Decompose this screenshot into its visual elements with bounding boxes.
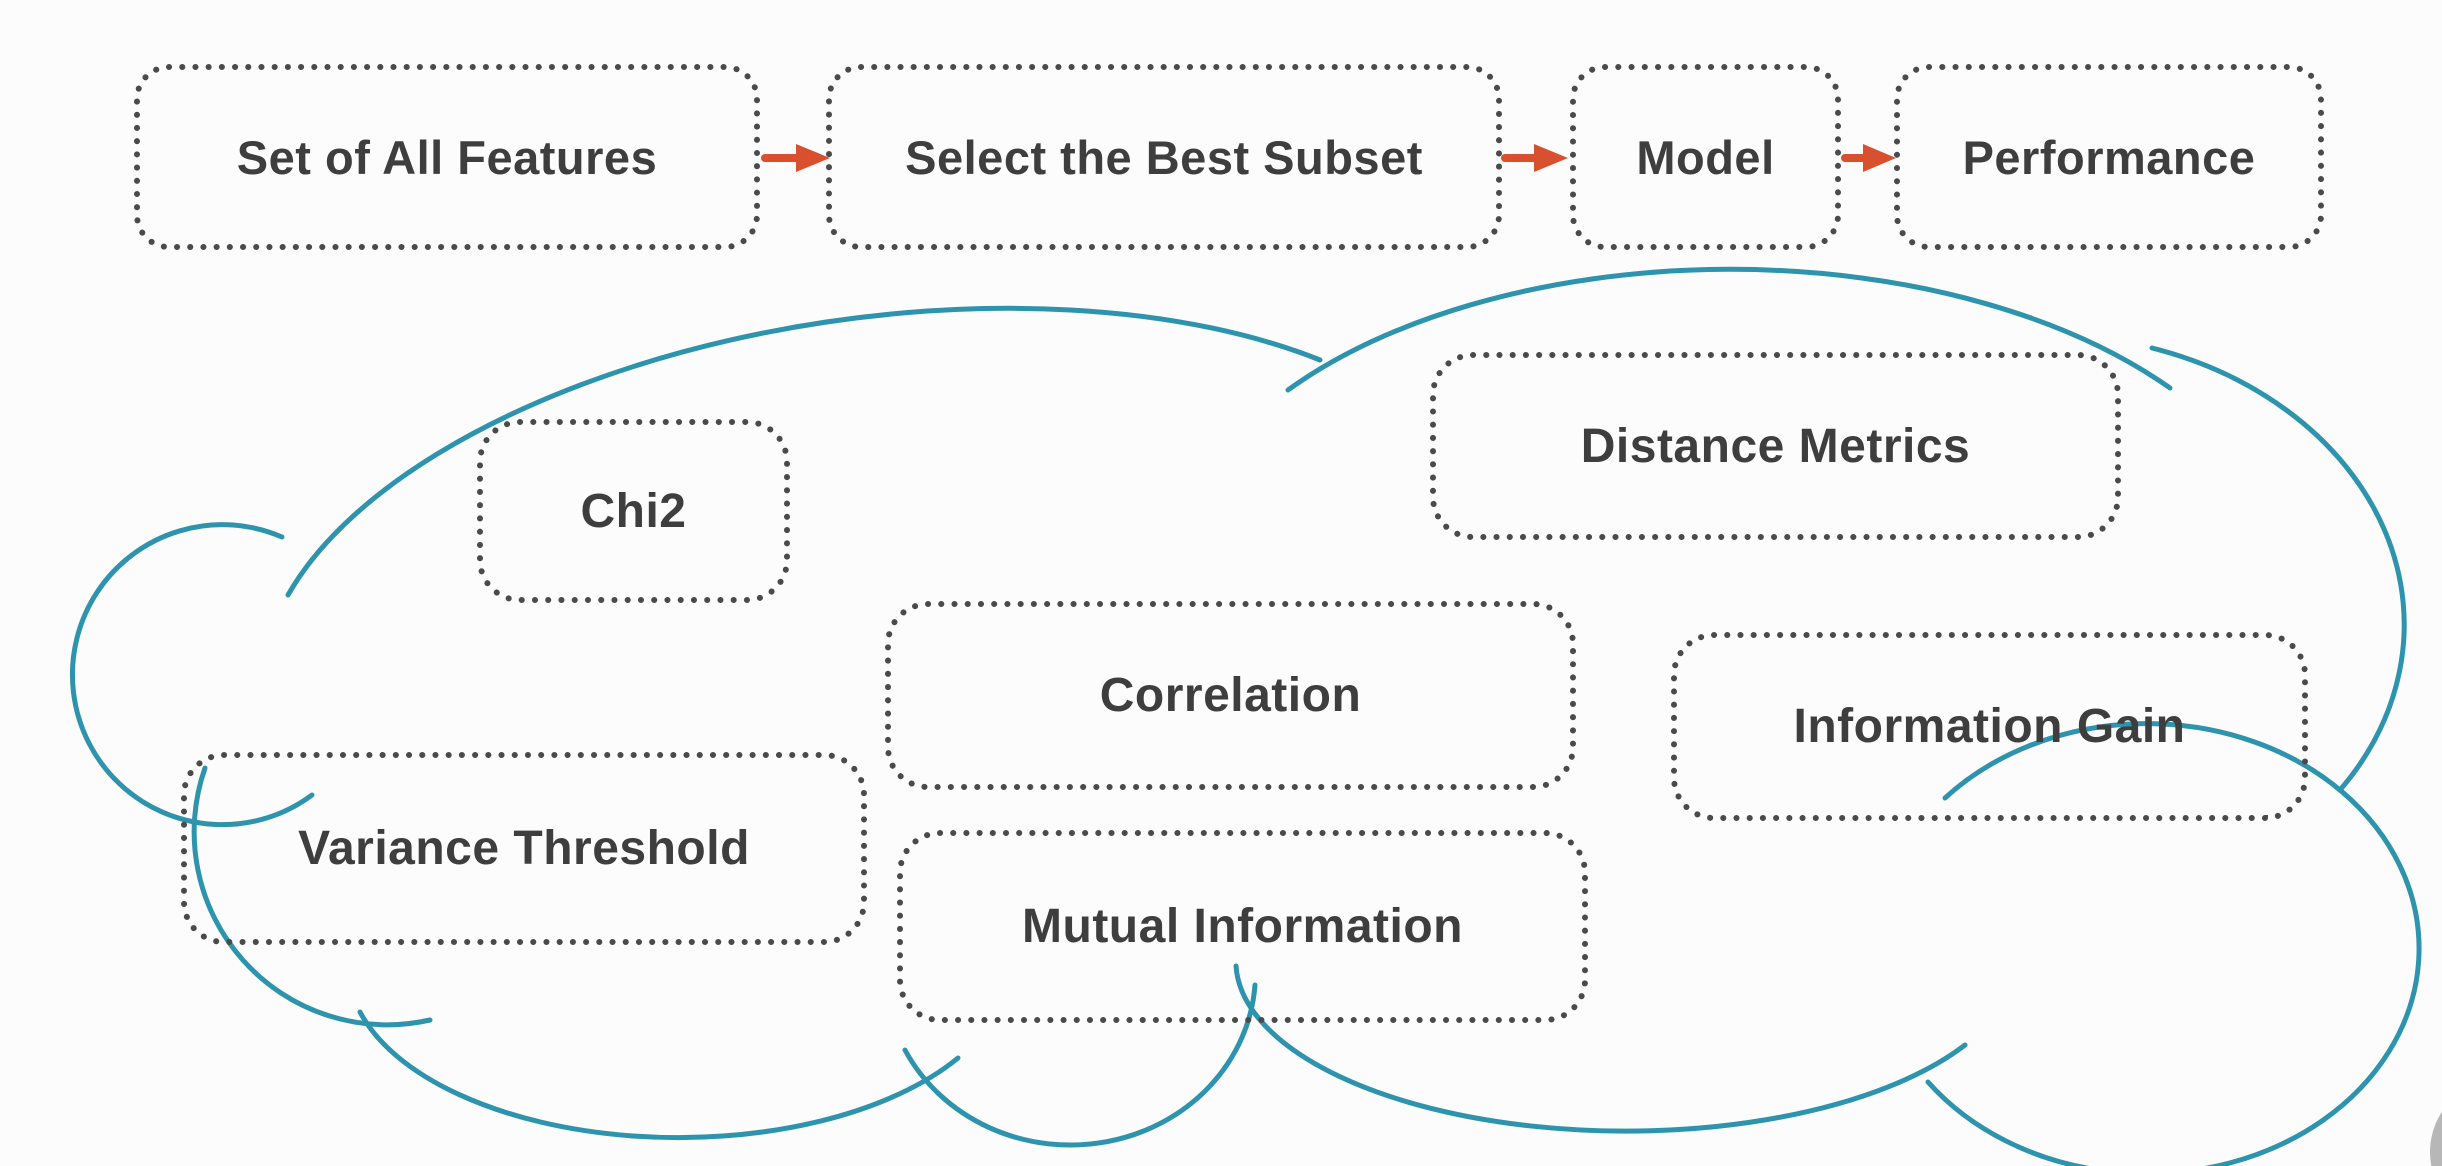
cloud-bump-bottom-left <box>357 1009 961 1141</box>
box-select-the-best-subset <box>826 64 1502 250</box>
cloud-bump-left-lower <box>191 765 433 1028</box>
box-correlation <box>885 601 1576 790</box>
box-mutual-information <box>897 830 1588 1023</box>
cloud-method-label: Information Gain <box>1793 700 2186 753</box>
pipeline-step-label: Select the Best Subset <box>905 130 1423 184</box>
cloud-bump-bottom-middle <box>902 982 1258 1148</box>
cloud-method-label: Variance Threshold <box>298 822 750 875</box>
cloud-method-label: Correlation <box>1099 669 1362 722</box>
pipeline-step-label: Set of All Features <box>236 130 658 184</box>
arrow-right-icon-3 <box>1841 144 1896 172</box>
cloud-bump-top-left <box>285 305 1323 598</box>
cloud-bump-top-right <box>1285 266 2173 393</box>
box-distance-metrics <box>1430 352 2121 540</box>
box-performance <box>1894 64 2324 250</box>
pipeline-step-label: Performance <box>1962 130 2256 184</box>
cloud-method-label: Chi2 <box>580 484 687 538</box>
arrow-right-icon-1 <box>761 144 830 172</box>
box-set-of-all-features <box>134 64 760 250</box>
cloud-bump-left-upper <box>69 522 315 828</box>
box-variance-threshold <box>181 752 867 945</box>
cloud-method-label: Distance Metrics <box>1580 419 1971 473</box>
corner-overlay-circle <box>2430 1111 2442 1166</box>
box-information-gain <box>1671 632 2308 821</box>
pipeline-step-label: Model <box>1636 130 1775 184</box>
cloud-bump-bottom-right <box>1233 963 1968 1134</box>
arrow-right-icon-2 <box>1501 144 1568 172</box>
box-model <box>1570 64 1841 250</box>
cloud-method-label: Mutual Information <box>1022 900 1463 953</box>
cloud-outline <box>69 266 2422 1166</box>
cloud-bump-right-lower <box>1925 721 2422 1166</box>
cloud-bump-right-upper <box>2149 345 2407 793</box>
